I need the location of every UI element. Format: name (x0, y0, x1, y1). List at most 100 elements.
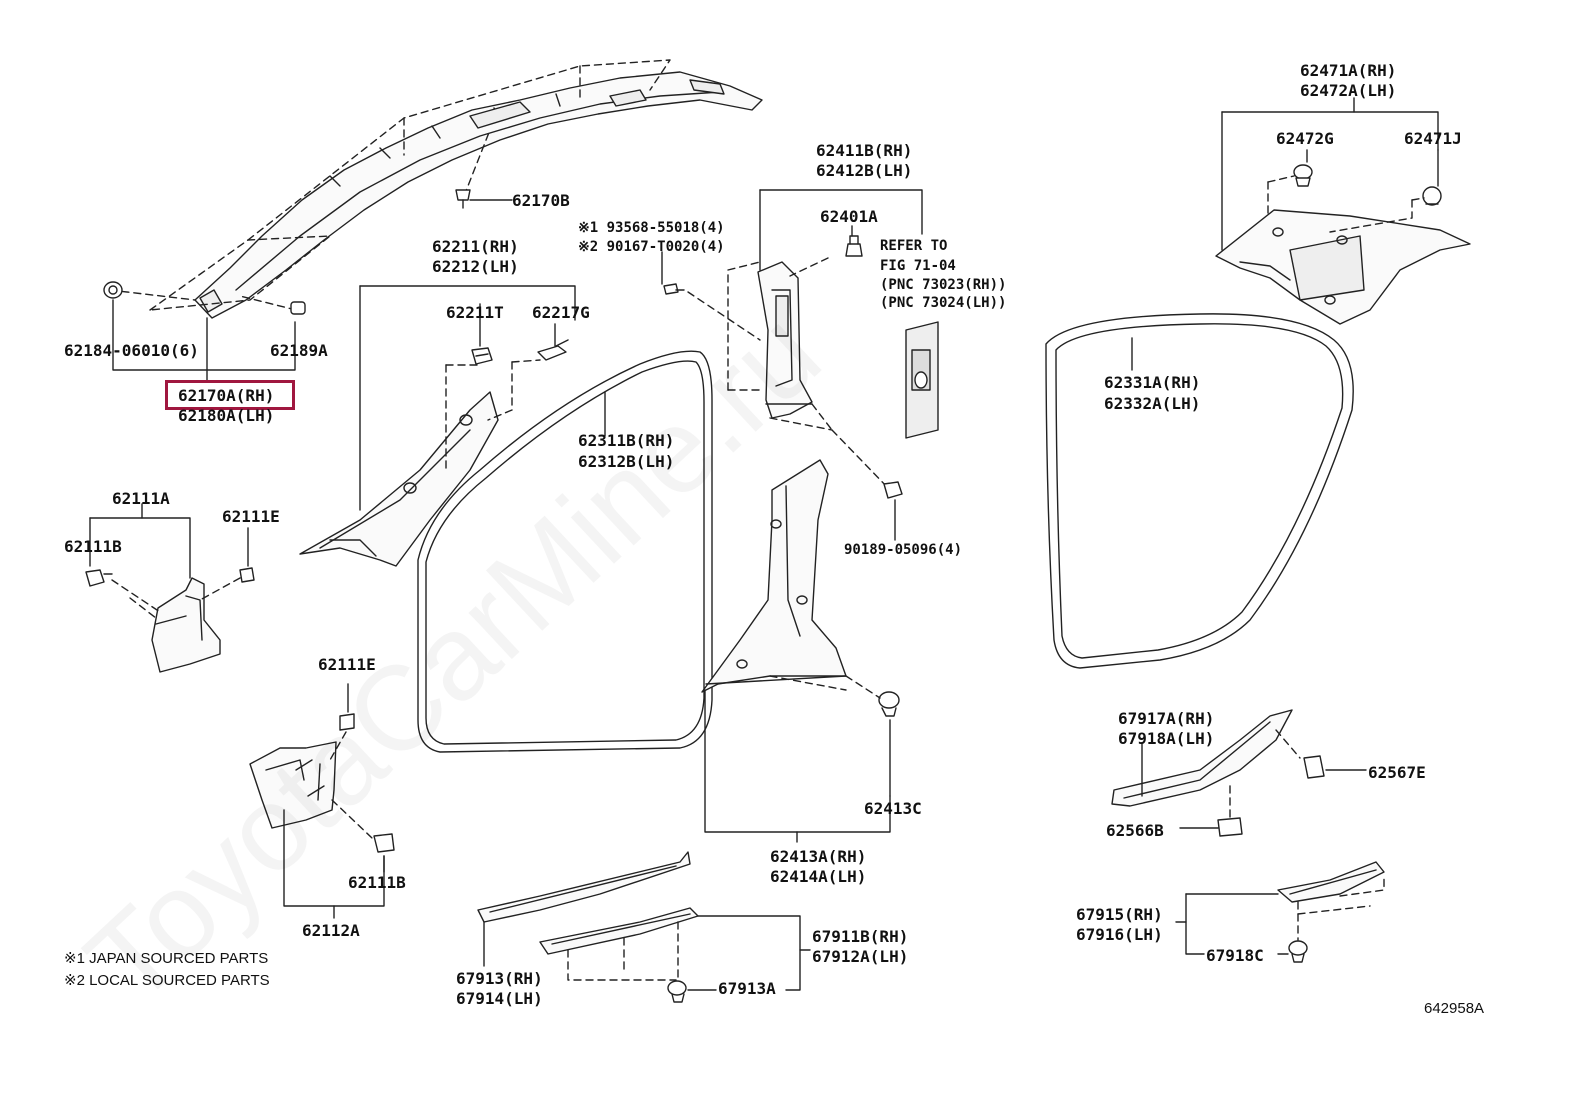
note-local-sourced: ※2 LOCAL SOURCED PARTS (64, 972, 270, 989)
leaders-62411B (661, 189, 923, 285)
clip-62217G[interactable] (537, 339, 569, 361)
label-62472A-lh[interactable]: 62472A(LH) (1300, 81, 1397, 100)
screw-93568[interactable] (663, 283, 685, 295)
label-67918C[interactable]: 67918C (1206, 946, 1264, 965)
leaders-62170 (112, 199, 513, 383)
label-62211-rh[interactable]: 62211(RH) (432, 237, 519, 256)
label-62189A[interactable]: 62189A (270, 341, 328, 360)
label-62111B-bot[interactable]: 62111B (348, 873, 406, 892)
leaders-62471 (1221, 97, 1439, 251)
label-67916-lh[interactable]: 67916(LH) (1076, 925, 1163, 944)
rear-door-scuff-plate-part[interactable] (1111, 709, 1293, 807)
label-67913A[interactable]: 67913A (718, 979, 776, 998)
label-67917A-rh[interactable]: 67917A(RH) (1118, 709, 1215, 728)
leaders-67911 (483, 915, 811, 991)
scuff-dashed (567, 921, 679, 981)
label-67915-rh[interactable]: 67915(RH) (1076, 905, 1163, 924)
label-62471A-rh[interactable]: 62471A(RH) (1300, 61, 1397, 80)
clip-62211T[interactable] (471, 347, 493, 365)
seatbelt-adjuster-ref[interactable] (905, 321, 939, 439)
label-62112A[interactable]: 62112A (302, 921, 360, 940)
label-62566B[interactable]: 62566B (1106, 821, 1164, 840)
selected-part-highlight (165, 380, 295, 410)
clip-67918C[interactable] (1288, 940, 1308, 963)
label-62331A-rh[interactable]: 62331A(RH) (1104, 373, 1201, 392)
label-62312B-lh[interactable]: 62312B(LH) (578, 452, 675, 471)
rear-scuff2-dashed (1297, 877, 1385, 941)
clip-62413C[interactable] (878, 691, 900, 717)
cowl-dashed (111, 577, 241, 619)
cowl-side-trim-part[interactable] (151, 577, 221, 673)
screw-62170B[interactable] (455, 189, 471, 209)
label-62170A-rh[interactable]: 62170A(RH) (178, 386, 275, 405)
clip-62111B-lower[interactable] (373, 833, 395, 853)
rear-door-weatherstrip-part[interactable] (1045, 313, 1354, 669)
clip-90189[interactable] (883, 481, 903, 499)
label-62401A[interactable]: 62401A (820, 207, 878, 226)
label-67911B-rh[interactable]: 67911B(RH) (812, 927, 909, 946)
clip-62189A[interactable] (290, 301, 306, 315)
diagram-id: 642958A (1424, 1000, 1485, 1017)
clip-62111B-upper[interactable] (85, 569, 113, 587)
front-pillar-garnish-part[interactable] (299, 391, 499, 567)
label-62111E-mid[interactable]: 62111E (318, 655, 376, 674)
label-62311B-rh[interactable]: 62311B(RH) (578, 431, 675, 450)
cowl-lower-dashed (329, 731, 373, 839)
front-door-weatherstrip-part[interactable] (417, 350, 713, 753)
label-62180A-lh[interactable]: 62180A(LH) (178, 406, 275, 425)
label-93568[interactable]: ※1 93568-55018(4) (578, 220, 725, 236)
front-scuff-plate-outer-part[interactable] (539, 907, 699, 955)
quarter-trim-dashed (1267, 175, 1425, 233)
label-62111A[interactable]: 62111A (112, 489, 170, 508)
label-62111B-top[interactable]: 62111B (64, 537, 122, 556)
clip-62401A[interactable] (845, 235, 863, 257)
roof-rail-garnish-part[interactable] (194, 71, 763, 319)
center-pillar-lower-garnish-part[interactable] (701, 459, 847, 693)
label-62471J[interactable]: 62471J (1404, 129, 1462, 148)
leaders-62413 (704, 499, 896, 843)
center-pillar-upper-garnish-part[interactable] (757, 261, 813, 419)
label-62212-lh[interactable]: 62212(LH) (432, 257, 519, 276)
clip-62566B[interactable] (1217, 817, 1243, 837)
label-62217G[interactable]: 62217G (532, 303, 590, 322)
label-67918A-lh[interactable]: 67918A(LH) (1118, 729, 1215, 748)
rear-scuff-plate-part[interactable] (1277, 861, 1385, 903)
label-62411B-rh[interactable]: 62411B(RH) (816, 141, 913, 160)
refer-line-1: REFER TO (880, 238, 948, 254)
label-62413C[interactable]: 62413C (864, 799, 922, 818)
label-67912A-lh[interactable]: 67912A(LH) (812, 947, 909, 966)
clip-62184[interactable] (103, 281, 123, 299)
clip-67913A[interactable] (667, 980, 687, 1003)
label-90167[interactable]: ※2 90167-T0020(4) (578, 239, 725, 255)
label-67913-rh[interactable]: 67913(RH) (456, 969, 543, 988)
clip-62471J[interactable] (1422, 186, 1442, 206)
leaders-67917 (1141, 743, 1367, 829)
quarter-trim-part[interactable] (1215, 209, 1471, 325)
label-90189[interactable]: 90189-05096(4) (844, 542, 963, 558)
label-62184[interactable]: 62184-06010(6) (64, 341, 199, 360)
clip-62567E[interactable] (1303, 755, 1325, 779)
label-62413A-rh[interactable]: 62413A(RH) (770, 847, 867, 866)
refer-line-2[interactable]: FIG 71-04 (880, 258, 956, 274)
label-62472G[interactable]: 62472G (1276, 129, 1334, 148)
label-62211T[interactable]: 62211T (446, 303, 504, 322)
label-62412B-lh[interactable]: 62412B(LH) (816, 161, 913, 180)
label-67914-lh[interactable]: 67914(LH) (456, 989, 543, 1008)
roof-rail-dashed-outline (109, 59, 671, 311)
leaders-62111 (89, 503, 249, 579)
label-62567E[interactable]: 62567E (1368, 763, 1426, 782)
label-62332A-lh[interactable]: 62332A(LH) (1104, 394, 1201, 413)
clip-62111E-upper[interactable] (239, 567, 255, 583)
center-pillar-dashed (687, 257, 891, 491)
clip-62472G[interactable] (1293, 164, 1313, 187)
clip-62111E-mid[interactable] (339, 713, 355, 731)
note-japan-sourced: ※1 JAPAN SOURCED PARTS (64, 950, 269, 967)
label-62111E-top[interactable]: 62111E (222, 507, 280, 526)
leaders-62112 (283, 683, 385, 919)
front-scuff-plate-inner-part[interactable] (477, 851, 691, 923)
label-62170B[interactable]: 62170B (512, 191, 570, 210)
leaders-62211 (359, 285, 576, 511)
label-62414A-lh[interactable]: 62414A(LH) (770, 867, 867, 886)
